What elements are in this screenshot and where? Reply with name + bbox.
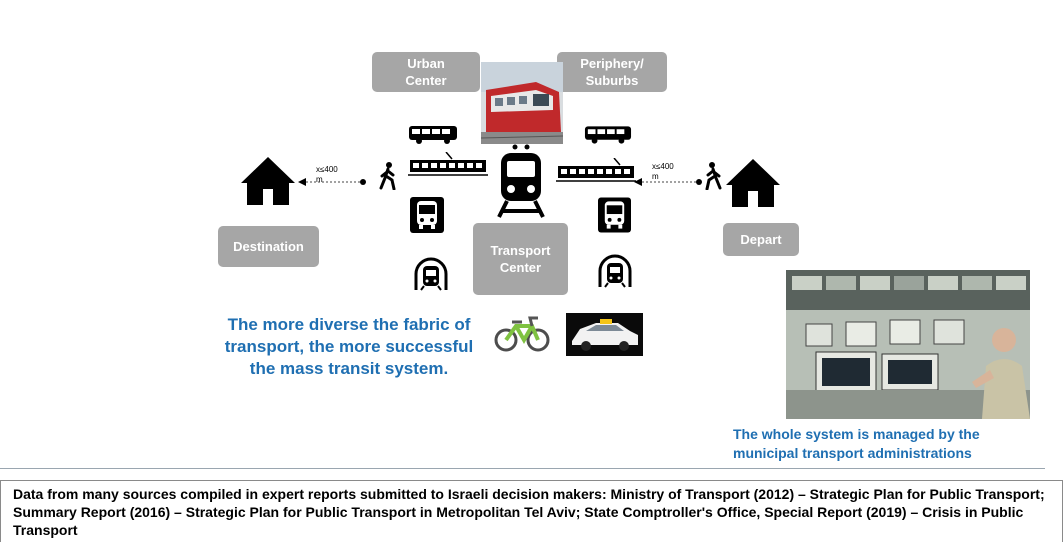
bicycle-icon <box>492 312 552 359</box>
bus-icon <box>584 125 632 150</box>
metro-icon <box>413 256 449 297</box>
walk-arrow-right <box>632 175 704 193</box>
taxi-icon <box>566 313 643 361</box>
distance-label-right: x≤400 m <box>652 162 674 181</box>
train-icon <box>497 143 545 224</box>
diversity-caption: The more diverse the fabric of transport… <box>224 315 474 378</box>
bus-front-icon <box>598 197 631 238</box>
bus-front-icon <box>410 197 444 238</box>
train-photo <box>481 62 563 144</box>
tram-icon <box>408 151 488 181</box>
periphery-label: Periphery/ Suburbs <box>557 52 667 92</box>
metro-icon <box>597 253 633 294</box>
divider <box>0 468 1045 469</box>
control-room-photo <box>786 270 1030 419</box>
distance-label-left: x≤400 m <box>316 165 338 184</box>
walking-person-icon <box>703 162 723 195</box>
destination-label: Destination <box>218 226 319 267</box>
transport-center-label: Transport Center <box>473 223 568 295</box>
depart-label: Depart <box>723 223 799 256</box>
walk-arrow-left <box>296 175 368 193</box>
walking-person-icon <box>378 162 398 195</box>
house-icon <box>239 155 297 212</box>
urban-center-label: Urban Center <box>372 52 480 92</box>
bus-icon <box>408 125 458 150</box>
sources-note: Data from many sources compiled in exper… <box>0 480 1063 542</box>
management-caption: The whole system is managed by the munic… <box>733 426 980 461</box>
house-icon <box>724 157 782 214</box>
tram-icon <box>556 157 636 187</box>
